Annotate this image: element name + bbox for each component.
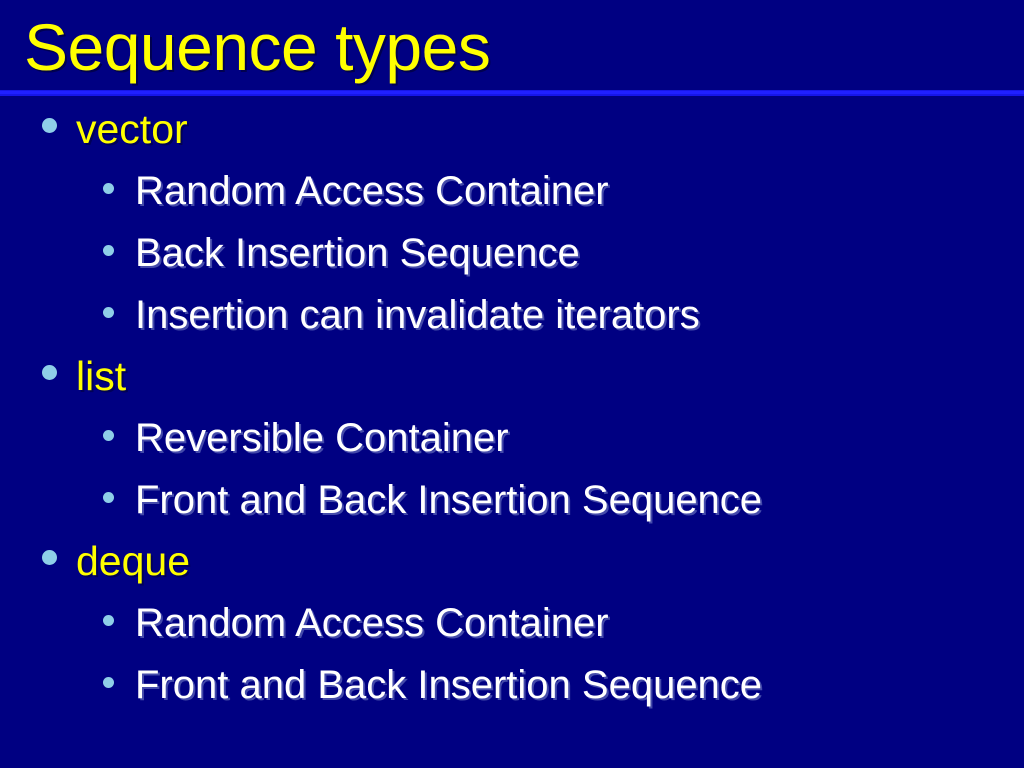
- list-item-label: Back Insertion Sequence: [135, 231, 580, 275]
- list-item-label: Random Access Container: [135, 601, 609, 645]
- list-item: Front and Back Insertion Sequence: [0, 654, 1024, 716]
- list-item-label: Random Access Container: [135, 169, 609, 213]
- list-item-label: Reversible Container: [135, 416, 509, 460]
- list-item-label: deque: [76, 538, 191, 584]
- bullet-dot-icon: [103, 307, 114, 318]
- bullet-dot-icon: [103, 677, 114, 688]
- list-item-label: list: [76, 353, 127, 399]
- bullet-dot-icon: [103, 492, 114, 503]
- list-item-label: vector: [76, 106, 188, 152]
- list-item-label: Front and Back Insertion Sequence: [135, 663, 763, 707]
- page-title: Sequence types: [24, 10, 491, 84]
- slide-title-area: Sequence types: [0, 0, 1024, 90]
- bullet-dot-icon: [103, 615, 114, 626]
- list-item-label: Front and Back Insertion Sequence: [135, 478, 763, 522]
- bullet-dot-icon: [42, 550, 57, 565]
- list-item: vector: [0, 99, 1024, 160]
- list-item: Random Access Container: [0, 160, 1024, 222]
- list-item: deque: [0, 531, 1024, 592]
- list-item: Front and Back Insertion Sequence: [0, 469, 1024, 531]
- list-item: Back Insertion Sequence: [0, 222, 1024, 284]
- bullet-dot-icon: [103, 183, 114, 194]
- list-item: Reversible Container: [0, 407, 1024, 469]
- title-divider-rule-highlight: [0, 91, 1024, 94]
- bullet-dot-icon: [103, 430, 114, 441]
- bullet-dot-icon: [42, 118, 57, 133]
- list-item-label: Insertion can invalidate iterators: [135, 293, 700, 337]
- list-item: list: [0, 346, 1024, 407]
- slide-body-list: vector Random Access Container Back Inse…: [0, 99, 1024, 759]
- bullet-dot-icon: [103, 245, 114, 256]
- list-item: Insertion can invalidate iterators: [0, 284, 1024, 346]
- bullet-dot-icon: [42, 365, 57, 380]
- list-item: Random Access Container: [0, 592, 1024, 654]
